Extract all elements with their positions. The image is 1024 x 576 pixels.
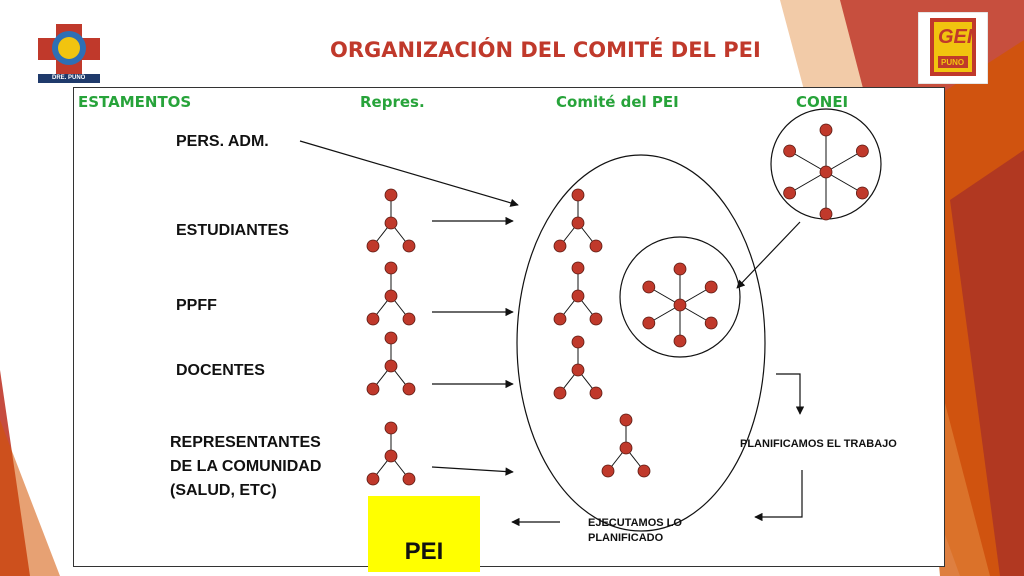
logo-right-top-text: GEI xyxy=(938,26,973,48)
label-estudiantes: ESTUDIANTES xyxy=(176,222,289,239)
gei-puno-logo: GEI PUNO xyxy=(917,11,989,85)
label-ejecutamos-1: EJECUTAMOS LO xyxy=(588,517,682,529)
logo-right-bottom-text: PUNO xyxy=(941,58,965,67)
label-planificamos: PLANIFICAMOS EL TRABAJO xyxy=(740,438,897,450)
pei-label: PEI xyxy=(404,538,444,565)
label-representantes-3: (SALUD, ETC) xyxy=(170,482,277,499)
label-representantes-1: REPRESENTANTES xyxy=(170,434,321,451)
pei-box: PEI xyxy=(368,496,480,572)
header-estamentos: ESTAMENTOS xyxy=(78,93,192,111)
dre-puno-logo: KAWSAY DRE. PUNO xyxy=(30,18,108,84)
label-docentes: DOCENTES xyxy=(176,362,265,379)
label-pers-adm: PERS. ADM. xyxy=(176,133,269,150)
label-ppff: PPFF xyxy=(176,297,217,314)
label-ejecutamos-2: PLANIFICADO xyxy=(588,532,664,544)
header-repres: Repres. xyxy=(360,93,425,111)
logo-left-bottom-text: DRE. PUNO xyxy=(52,75,86,81)
label-representantes-2: DE LA COMUNIDAD xyxy=(170,458,322,475)
logo-left-top-text: KAWSAY xyxy=(56,18,78,24)
header-comite: Comité del PEI xyxy=(556,93,679,111)
page-title: ORGANIZACIÓN DEL COMITÉ DEL PEI xyxy=(330,38,761,62)
header-conei: CONEI xyxy=(796,93,849,111)
